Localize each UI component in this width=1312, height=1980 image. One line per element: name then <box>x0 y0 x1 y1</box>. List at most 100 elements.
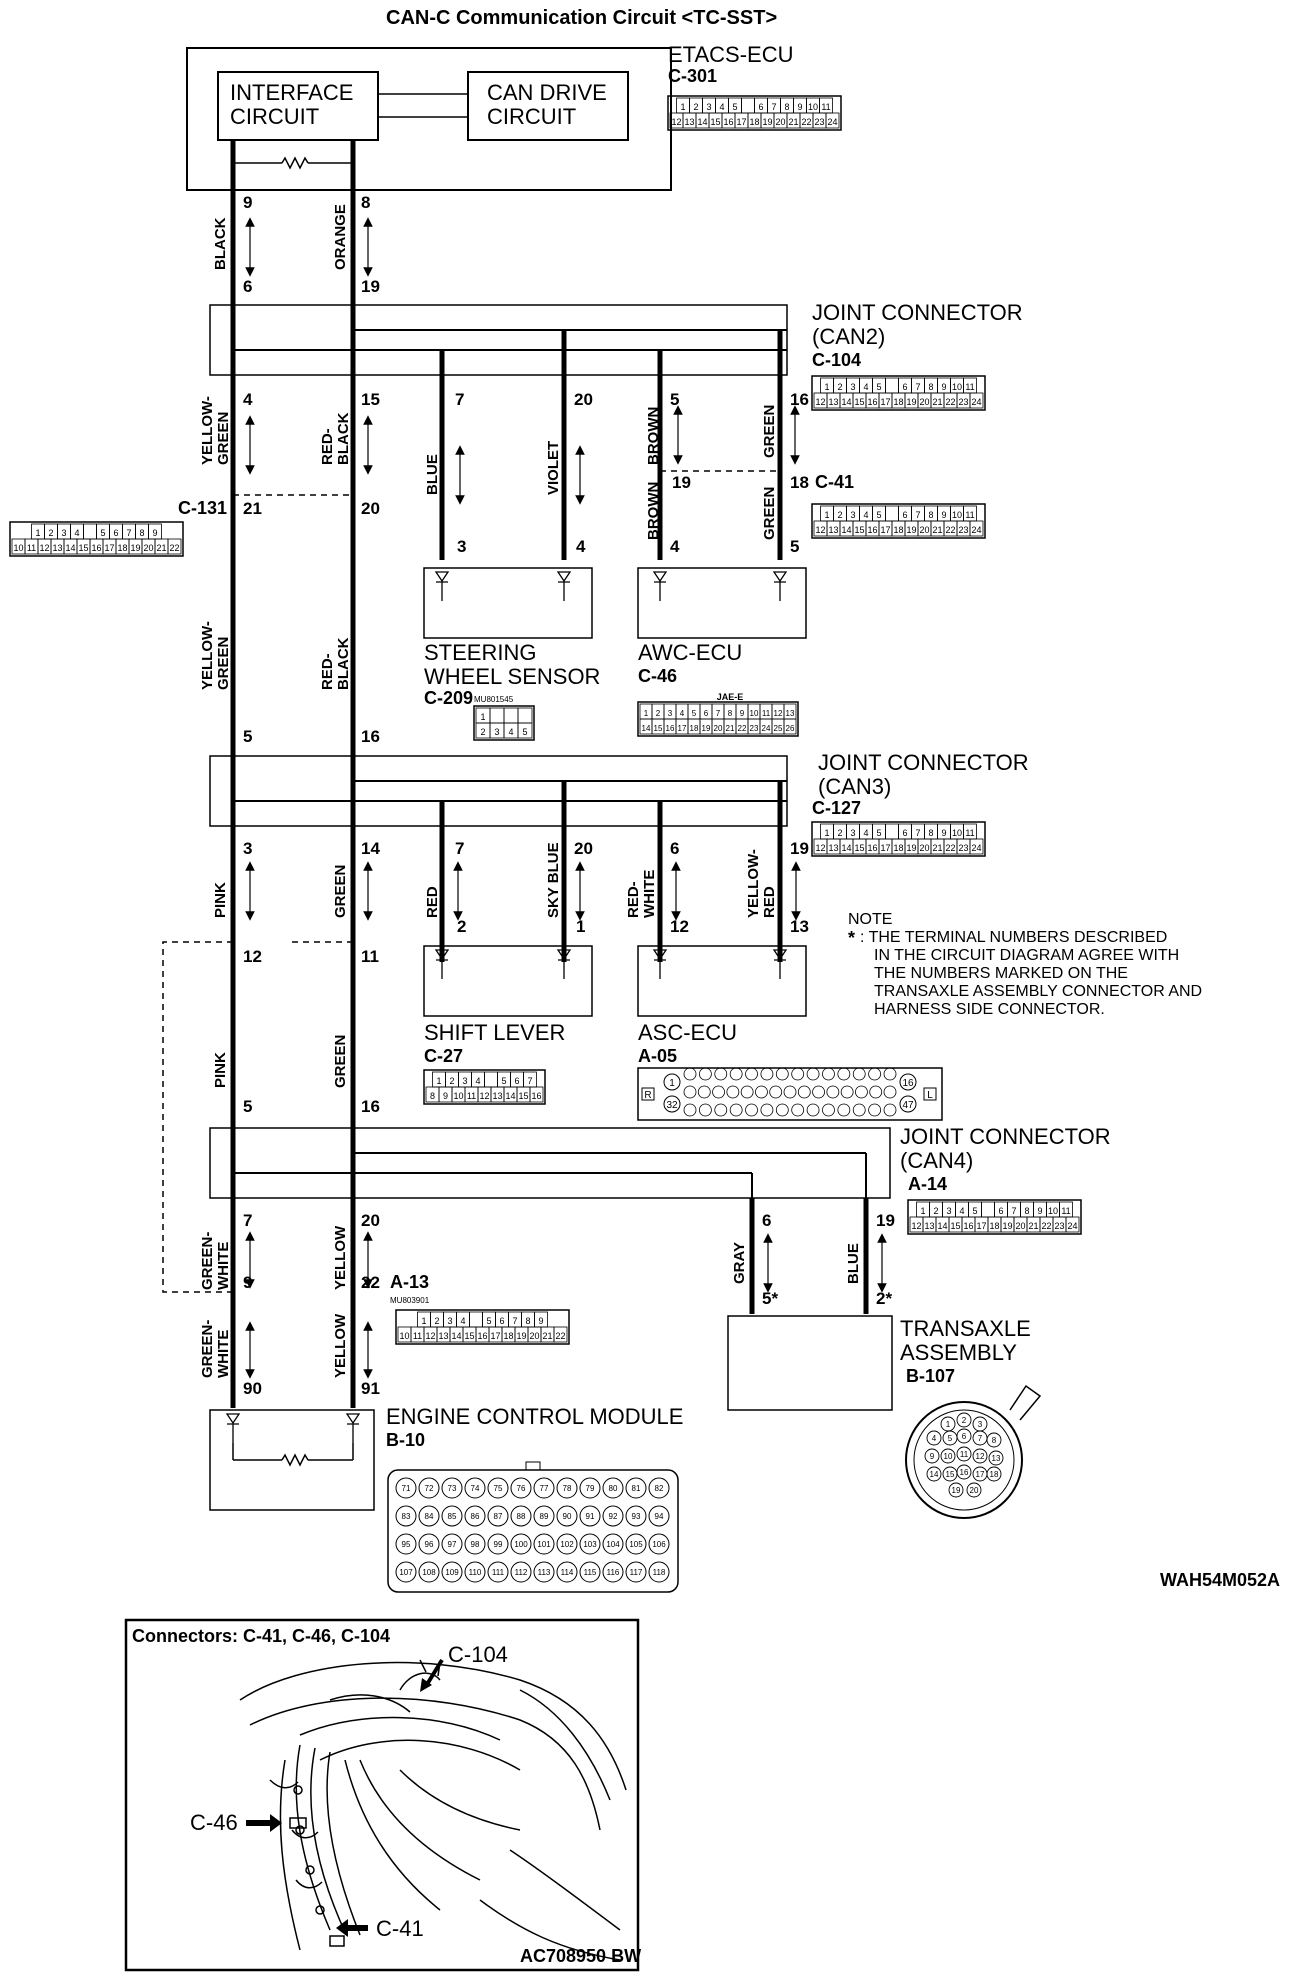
connector-pin-number: 22 <box>169 543 179 553</box>
connector-pin <box>441 1505 463 1527</box>
connector-pin-number: 18 <box>893 397 903 407</box>
pin-c127-14: 14 <box>361 839 380 858</box>
note-heading: NOTE <box>848 911 892 928</box>
connector-pin-number: 1 <box>35 528 40 538</box>
connector-pin <box>533 1533 555 1555</box>
connector-pin-number: 14 <box>697 117 707 127</box>
connector-pin-number: 11 <box>467 1091 476 1101</box>
connector-pin-number: 24 <box>762 724 771 733</box>
connector-pin-number: 8 <box>1024 1206 1029 1216</box>
wire-label-yellow-red: YELLOW- <box>745 849 762 918</box>
asc-ecu <box>637 945 807 1017</box>
a05-connector-id: A-05 <box>638 1046 677 1066</box>
connector-pin-number: 17 <box>976 1221 986 1231</box>
pin-a14-7: 7 <box>243 1211 252 1230</box>
connector-pin <box>883 1085 897 1099</box>
c104-pointer-arrow <box>424 1658 444 1688</box>
connector-pin-number: 13 <box>828 525 838 535</box>
wire-label-gray: GRAY <box>731 1242 748 1284</box>
connector-pin-number: 14 <box>451 1331 461 1341</box>
connector-pin-number: 19 <box>1002 1221 1012 1231</box>
pin-c104-7: 7 <box>455 390 464 409</box>
connector-pin-number: 17 <box>490 1331 500 1341</box>
connector-pin <box>791 1103 805 1117</box>
connector-pin-number: 3 <box>447 1316 452 1326</box>
connector-pin-number: 114 <box>561 1568 574 1577</box>
connector-pin <box>602 1477 624 1499</box>
connector-pin-number: 78 <box>563 1484 572 1493</box>
connector-pin-number: 7 <box>915 382 920 392</box>
note-line: TRANSAXLE ASSEMBLY CONNECTOR AND <box>874 983 1202 1000</box>
pin-c131-21: 21 <box>243 499 262 518</box>
connector-pin <box>418 1533 440 1555</box>
connector-pin <box>726 1085 740 1099</box>
pin-c127-3: 3 <box>243 839 252 858</box>
connector-pin-number: 3 <box>850 828 855 838</box>
connector-pin-number: 4 <box>863 828 868 838</box>
connector-pin-number: 8 <box>784 102 789 112</box>
pin-asc-13: 13 <box>790 917 809 936</box>
connector-pin-number: 9 <box>941 828 946 838</box>
connector-pin-number: 11 <box>965 828 974 838</box>
wire-label-pink-2: PINK <box>212 1052 229 1088</box>
connector-pin <box>698 1067 712 1081</box>
connector-pin-number: 8 <box>928 382 933 392</box>
connector-pin-number: 5 <box>501 1076 506 1086</box>
connector-cell <box>517 722 533 739</box>
connector-pin-number: 4 <box>959 1206 964 1216</box>
connector-pin <box>806 1067 820 1081</box>
connector-pin-number: 94 <box>655 1512 664 1521</box>
connector-pin-number: 1 <box>920 1206 925 1216</box>
wire-label-red-white: RED- <box>625 881 642 918</box>
connector-pin-number: 22 <box>555 1331 565 1341</box>
can-drive-circuit-label: CAN DRIVE <box>487 80 607 105</box>
wire-label-yellow-green-3: YELLOW- <box>199 621 216 690</box>
wire-label-yellow-green-2: GREEN <box>215 412 232 465</box>
connector-pin-number: 22 <box>945 843 955 853</box>
connector-pin <box>395 1533 417 1555</box>
connector-tab <box>1009 1384 1042 1421</box>
connector-pin-number: 116 <box>607 1568 620 1577</box>
connector-pin-number: 105 <box>629 1540 643 1549</box>
connector-cell <box>885 505 899 522</box>
connector-pin-number: 15 <box>464 1331 474 1341</box>
connector-pin-number: 2 <box>837 382 842 392</box>
connector-pin-number: 5 <box>522 727 527 737</box>
connector-pin-number: 3 <box>494 727 499 737</box>
dashed-bypass <box>162 941 353 1293</box>
connector-pin-number: 79 <box>586 1484 595 1493</box>
connector-pin <box>625 1505 647 1527</box>
connector-pin-number: 13 <box>924 1221 934 1231</box>
connector-pin-number: 23 <box>958 843 968 853</box>
connector-pin-number: 16 <box>867 525 877 535</box>
connector-pin <box>855 1085 868 1099</box>
connector-pin-number: 10 <box>808 102 818 112</box>
connector-pin-number: 85 <box>448 1512 457 1521</box>
connector-pin-number: 10 <box>952 828 962 838</box>
pin-asc-12: 12 <box>670 917 689 936</box>
connector-pin <box>602 1533 624 1555</box>
connector-pin-number: 5 <box>692 709 697 718</box>
connector-pin <box>556 1505 578 1527</box>
connector-pin-number: 118 <box>653 1568 666 1577</box>
connector-pin-number: 10 <box>944 1452 953 1461</box>
connector-pin-number: 71 <box>402 1484 411 1493</box>
connector-pin-number: 23 <box>958 397 968 407</box>
connector-pin <box>625 1533 647 1555</box>
connector-pin-number: 23 <box>750 724 759 733</box>
wire-label-yellow-green-4: GREEN <box>215 637 232 690</box>
pin-sl-2: 2 <box>457 917 466 936</box>
connector-pin-number: 15 <box>854 843 864 853</box>
jc-can4-connector-id: A-14 <box>908 1174 947 1194</box>
connector-pin-number: 1 <box>480 712 485 722</box>
connector-pin <box>956 1446 972 1462</box>
interface-circuit-label: INTERFACE <box>230 80 353 105</box>
connector-pin-number: 4 <box>74 528 79 538</box>
connector-pin-number: 19 <box>906 843 916 853</box>
connector-pin-number: 18 <box>117 543 127 553</box>
connector-pin-number: 18 <box>690 724 699 733</box>
awc-name: AWC-ECU <box>638 640 742 665</box>
connector-pin-number: 3 <box>850 382 855 392</box>
